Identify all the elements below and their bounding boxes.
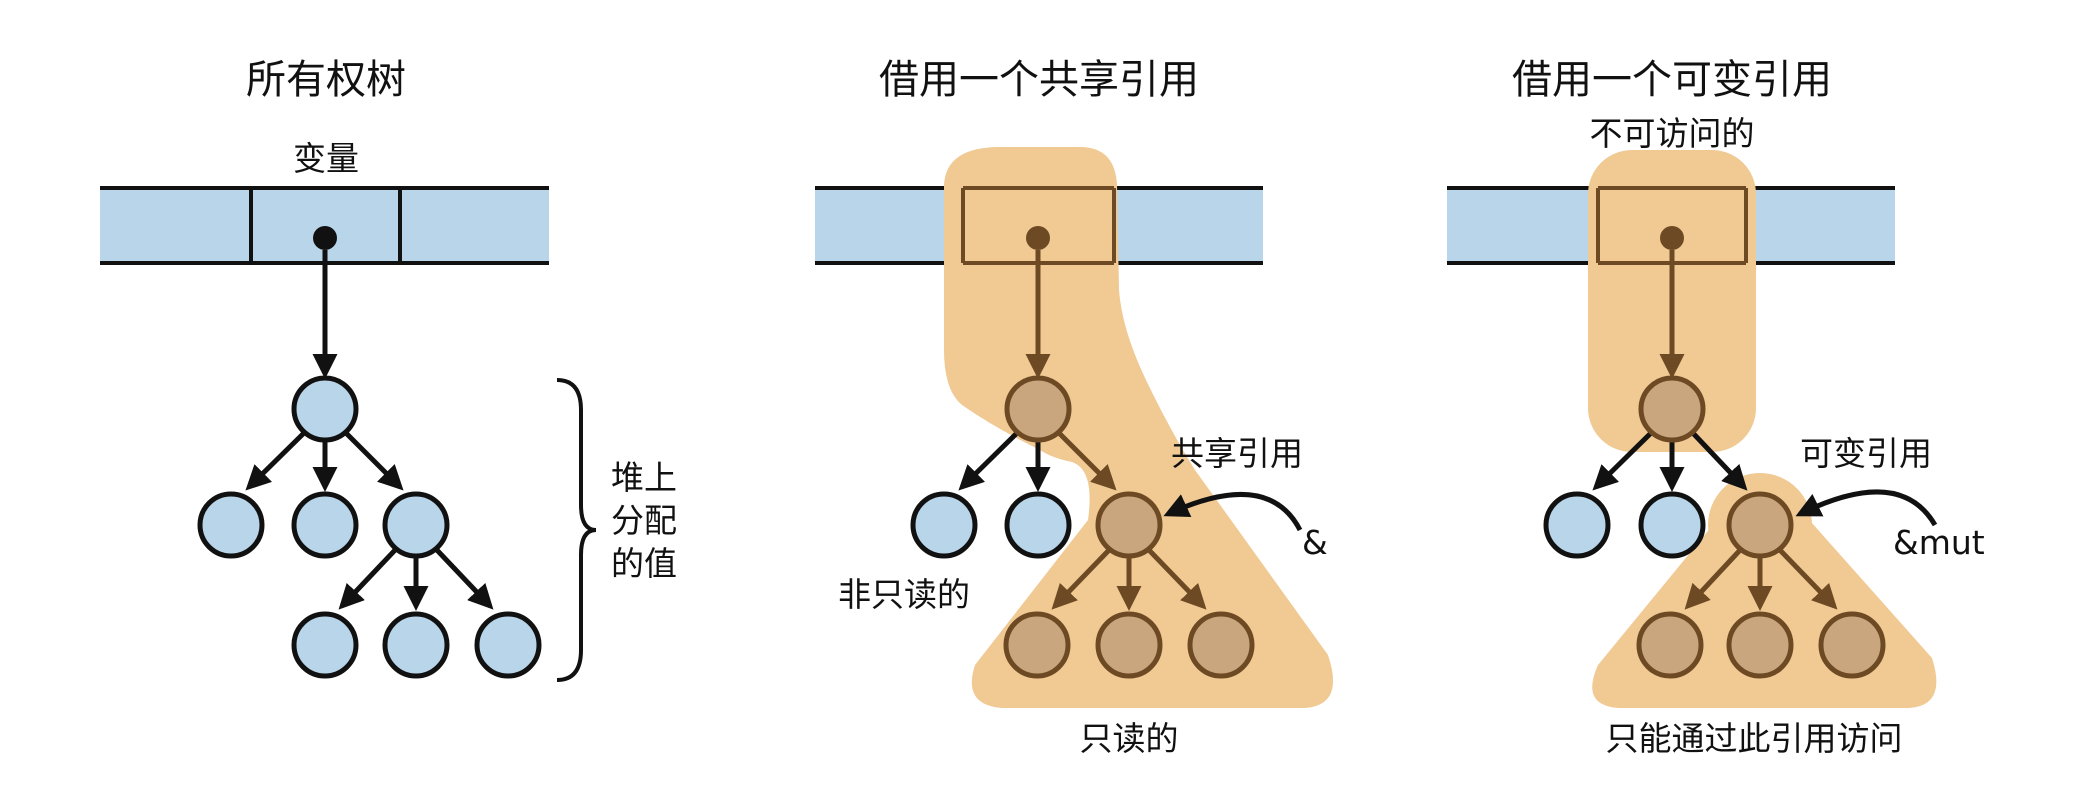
brace-label: 堆上 分配 的值	[611, 458, 677, 583]
tree-node	[382, 611, 450, 679]
tree-nodes	[197, 375, 542, 679]
panel-title: 所有权树	[246, 57, 406, 103]
tree-edges	[245, 250, 494, 611]
inaccessible-label: 不可访问的	[1590, 114, 1755, 153]
tree-edge	[245, 429, 308, 491]
variable-label: 变量	[293, 139, 359, 178]
tree-node	[1638, 491, 1706, 559]
brace-label-line: 分配	[611, 501, 677, 540]
tree-edge	[1145, 546, 1207, 610]
tree-node-borrowed	[1636, 611, 1704, 679]
pointer-dot	[313, 226, 337, 250]
tree-edge	[1684, 546, 1744, 610]
mutable-reference-symbol: &mut	[1893, 523, 1985, 562]
not-readonly-label: 非只读的	[838, 575, 970, 614]
tree-node-root	[1638, 375, 1706, 443]
tree-node	[1543, 491, 1611, 559]
tree-edge	[433, 546, 494, 610]
pointer-dot	[1660, 226, 1684, 250]
pointer-dot	[1026, 226, 1050, 250]
mutable-reference-arrow	[1795, 489, 1938, 527]
shared-reference-symbol: &	[1302, 523, 1328, 562]
panel-ownership-tree: 所有权树 变量	[100, 57, 677, 682]
tree-edge	[338, 546, 399, 610]
only-access-label: 只能通过此引用访问	[1606, 719, 1903, 758]
tree-node	[291, 491, 359, 559]
readonly-label: 只读的	[1080, 719, 1179, 758]
panel-mutable-reference: 借用一个可变引用	[1447, 57, 1985, 758]
brace-label-line: 的值	[611, 544, 677, 583]
tree-node	[291, 611, 359, 679]
tree-node-borrowed	[1726, 491, 1794, 559]
tree-edge	[958, 429, 1021, 491]
tree-node	[197, 491, 265, 559]
tree-node	[910, 491, 978, 559]
tree-node-borrowed	[1818, 611, 1886, 679]
tree-node-root	[291, 375, 359, 443]
tree-node	[474, 611, 542, 679]
panel-title: 借用一个共享引用	[879, 57, 1199, 103]
panel-shared-reference: 借用一个共享引用	[815, 57, 1334, 758]
tree-edge	[342, 429, 404, 491]
tree-node-borrowed	[1187, 611, 1255, 679]
brace-label-line: 堆上	[611, 458, 677, 497]
tree-edge	[1689, 429, 1748, 491]
tree-edge	[1051, 546, 1113, 610]
tree-node-borrowed	[1003, 611, 1071, 679]
tree-node-borrowed	[1095, 611, 1163, 679]
mutable-reference-label: 可变引用	[1800, 434, 1932, 473]
tree-node-borrowed	[1095, 491, 1163, 559]
shared-borrow-highlight	[944, 147, 1334, 708]
panel-title: 借用一个可变引用	[1512, 57, 1832, 103]
tree-edge	[1055, 429, 1117, 491]
tree-node	[1004, 491, 1072, 559]
tree-node	[382, 491, 450, 559]
tree-node-root	[1004, 375, 1072, 443]
shared-reference-label: 共享引用	[1171, 434, 1303, 473]
tree-node-borrowed	[1726, 611, 1794, 679]
shared-reference-arrow	[1163, 492, 1303, 532]
tree-edge	[1776, 546, 1838, 610]
tree-edge	[1592, 429, 1655, 491]
brace-icon	[556, 378, 597, 682]
